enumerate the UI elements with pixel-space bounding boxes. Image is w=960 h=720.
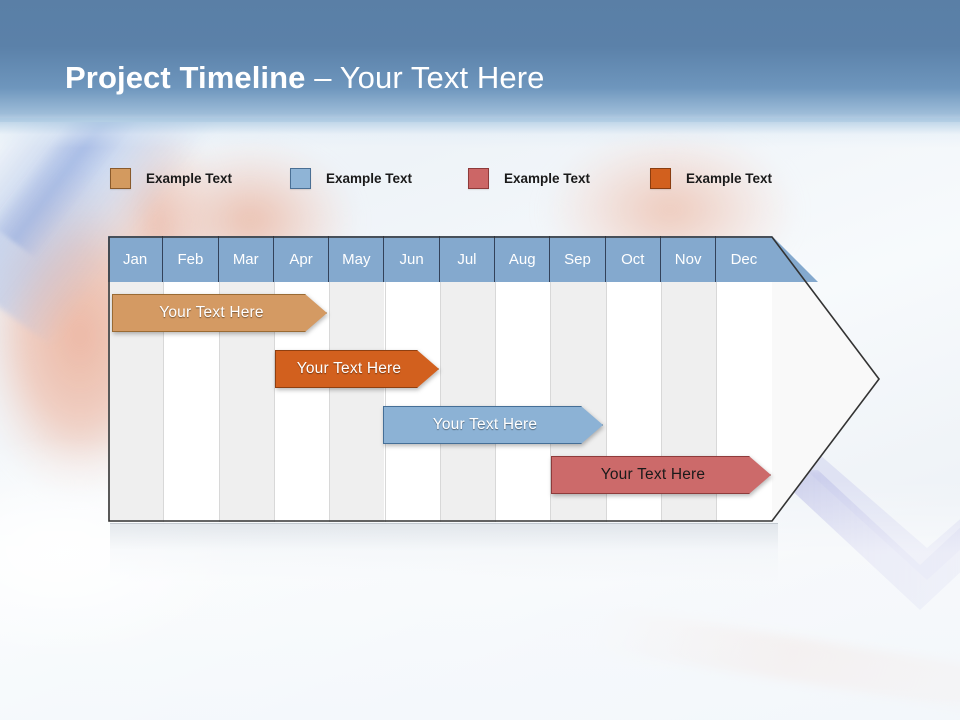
month-header-nov[interactable]: Nov xyxy=(660,236,717,282)
month-header-mar[interactable]: Mar xyxy=(218,236,274,282)
timeline-column-divider-7 xyxy=(495,282,497,522)
month-header-aug[interactable]: Aug xyxy=(495,236,551,282)
timeline-bar-label-2: Your Text Here xyxy=(296,360,402,377)
timeline-bar-2[interactable]: Your Text Here xyxy=(275,350,439,388)
timeline-bar-label-3: Your Text Here xyxy=(432,416,538,433)
page-title-bold: Project Timeline xyxy=(65,60,306,95)
month-header-apr[interactable]: Apr xyxy=(273,236,330,282)
month-header-jun[interactable]: Jun xyxy=(384,236,440,282)
legend-swatch-icon-2 xyxy=(290,168,311,189)
legend-item-4[interactable]: Example Text xyxy=(650,168,772,189)
month-header-may[interactable]: May xyxy=(329,236,385,282)
legend-label-1: Example Text xyxy=(146,171,233,186)
timeline-bar-label-1: Your Text Here xyxy=(159,304,264,321)
legend-label-4: Example Text xyxy=(686,171,773,186)
timeline-column-divider-4 xyxy=(329,282,331,522)
legend: Example Text Example Text Example Text Exam… xyxy=(110,168,890,196)
timeline-header-tip xyxy=(772,236,818,282)
page-title-rest: – Your Text Here xyxy=(305,60,545,95)
timeline-column-divider-6 xyxy=(439,282,441,522)
legend-item-1[interactable]: Example Text xyxy=(110,168,232,189)
month-header-dec[interactable]: Dec xyxy=(716,236,772,282)
chart-reflection xyxy=(110,524,778,582)
timeline-bar-label-4: Your Text Here xyxy=(600,466,706,483)
timeline-bar-3[interactable]: Your Text Here xyxy=(383,406,603,444)
legend-label-3: Example Text xyxy=(504,171,591,186)
month-header-oct[interactable]: Oct xyxy=(605,236,661,282)
timeline-column-divider-5 xyxy=(384,282,386,522)
legend-label-2: Example Text xyxy=(326,171,413,186)
legend-swatch-icon-3 xyxy=(468,168,489,189)
month-header-feb[interactable]: Feb xyxy=(163,236,219,282)
page-title: Project Timeline – Your Text Here xyxy=(65,60,544,96)
title-band xyxy=(0,0,960,148)
month-header-sep[interactable]: Sep xyxy=(550,236,606,282)
timeline-bar-1[interactable]: Your Text Here xyxy=(112,294,327,332)
legend-item-3[interactable]: Example Text xyxy=(468,168,590,189)
legend-swatch-icon-4 xyxy=(650,168,671,189)
legend-swatch-icon-1 xyxy=(110,168,131,189)
month-header-jan[interactable]: Jan xyxy=(108,236,164,282)
legend-item-2[interactable]: Example Text xyxy=(290,168,412,189)
month-header-jul[interactable]: Jul xyxy=(439,236,496,282)
chart-reflection-edge xyxy=(110,523,778,524)
timeline-bar-4[interactable]: Your Text Here xyxy=(551,456,771,494)
